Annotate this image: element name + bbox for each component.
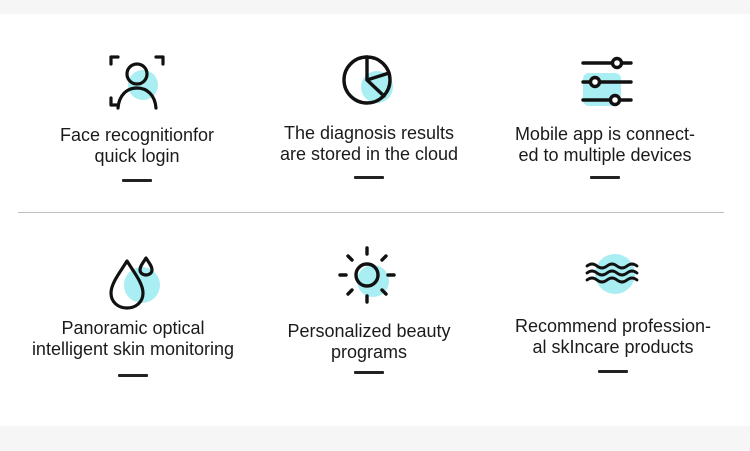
feature-label-line2: al skIncare products xyxy=(532,337,694,357)
feature-label-line2: programs xyxy=(330,342,408,362)
feature-underline xyxy=(354,371,384,374)
features-card: Face recognitionfor quick login The diag… xyxy=(0,14,750,426)
section-divider xyxy=(18,212,724,213)
feature-label-line1: Panoramic optical xyxy=(61,318,205,338)
face-recognition-icon xyxy=(105,50,169,114)
sun-icon xyxy=(337,243,401,307)
feature-underline xyxy=(122,179,152,182)
feature-label-line2: are stored in the cloud xyxy=(279,144,459,164)
feature-label-line1: Recommend profession- xyxy=(514,316,712,336)
feature-underline xyxy=(118,374,148,377)
feature-label-line2: quick login xyxy=(94,146,180,166)
sliders-icon xyxy=(573,49,637,113)
feature-label-line2: ed to multiple devices xyxy=(518,145,692,165)
feature-label-line1: Mobile app is connect- xyxy=(514,124,696,144)
feature-underline xyxy=(354,176,384,179)
waves-icon xyxy=(581,244,645,308)
feature-label-line1: Personalized beauty xyxy=(287,321,451,341)
feature-label-line1: The diagnosis results xyxy=(283,123,455,143)
water-drops-icon xyxy=(101,251,165,315)
feature-underline xyxy=(590,176,620,179)
feature-label-line1: Face recognitionfor xyxy=(59,125,215,145)
feature-label-line2: intelligent skin monitoring xyxy=(31,339,235,359)
pie-chart-icon xyxy=(337,49,401,113)
feature-underline xyxy=(598,370,628,373)
